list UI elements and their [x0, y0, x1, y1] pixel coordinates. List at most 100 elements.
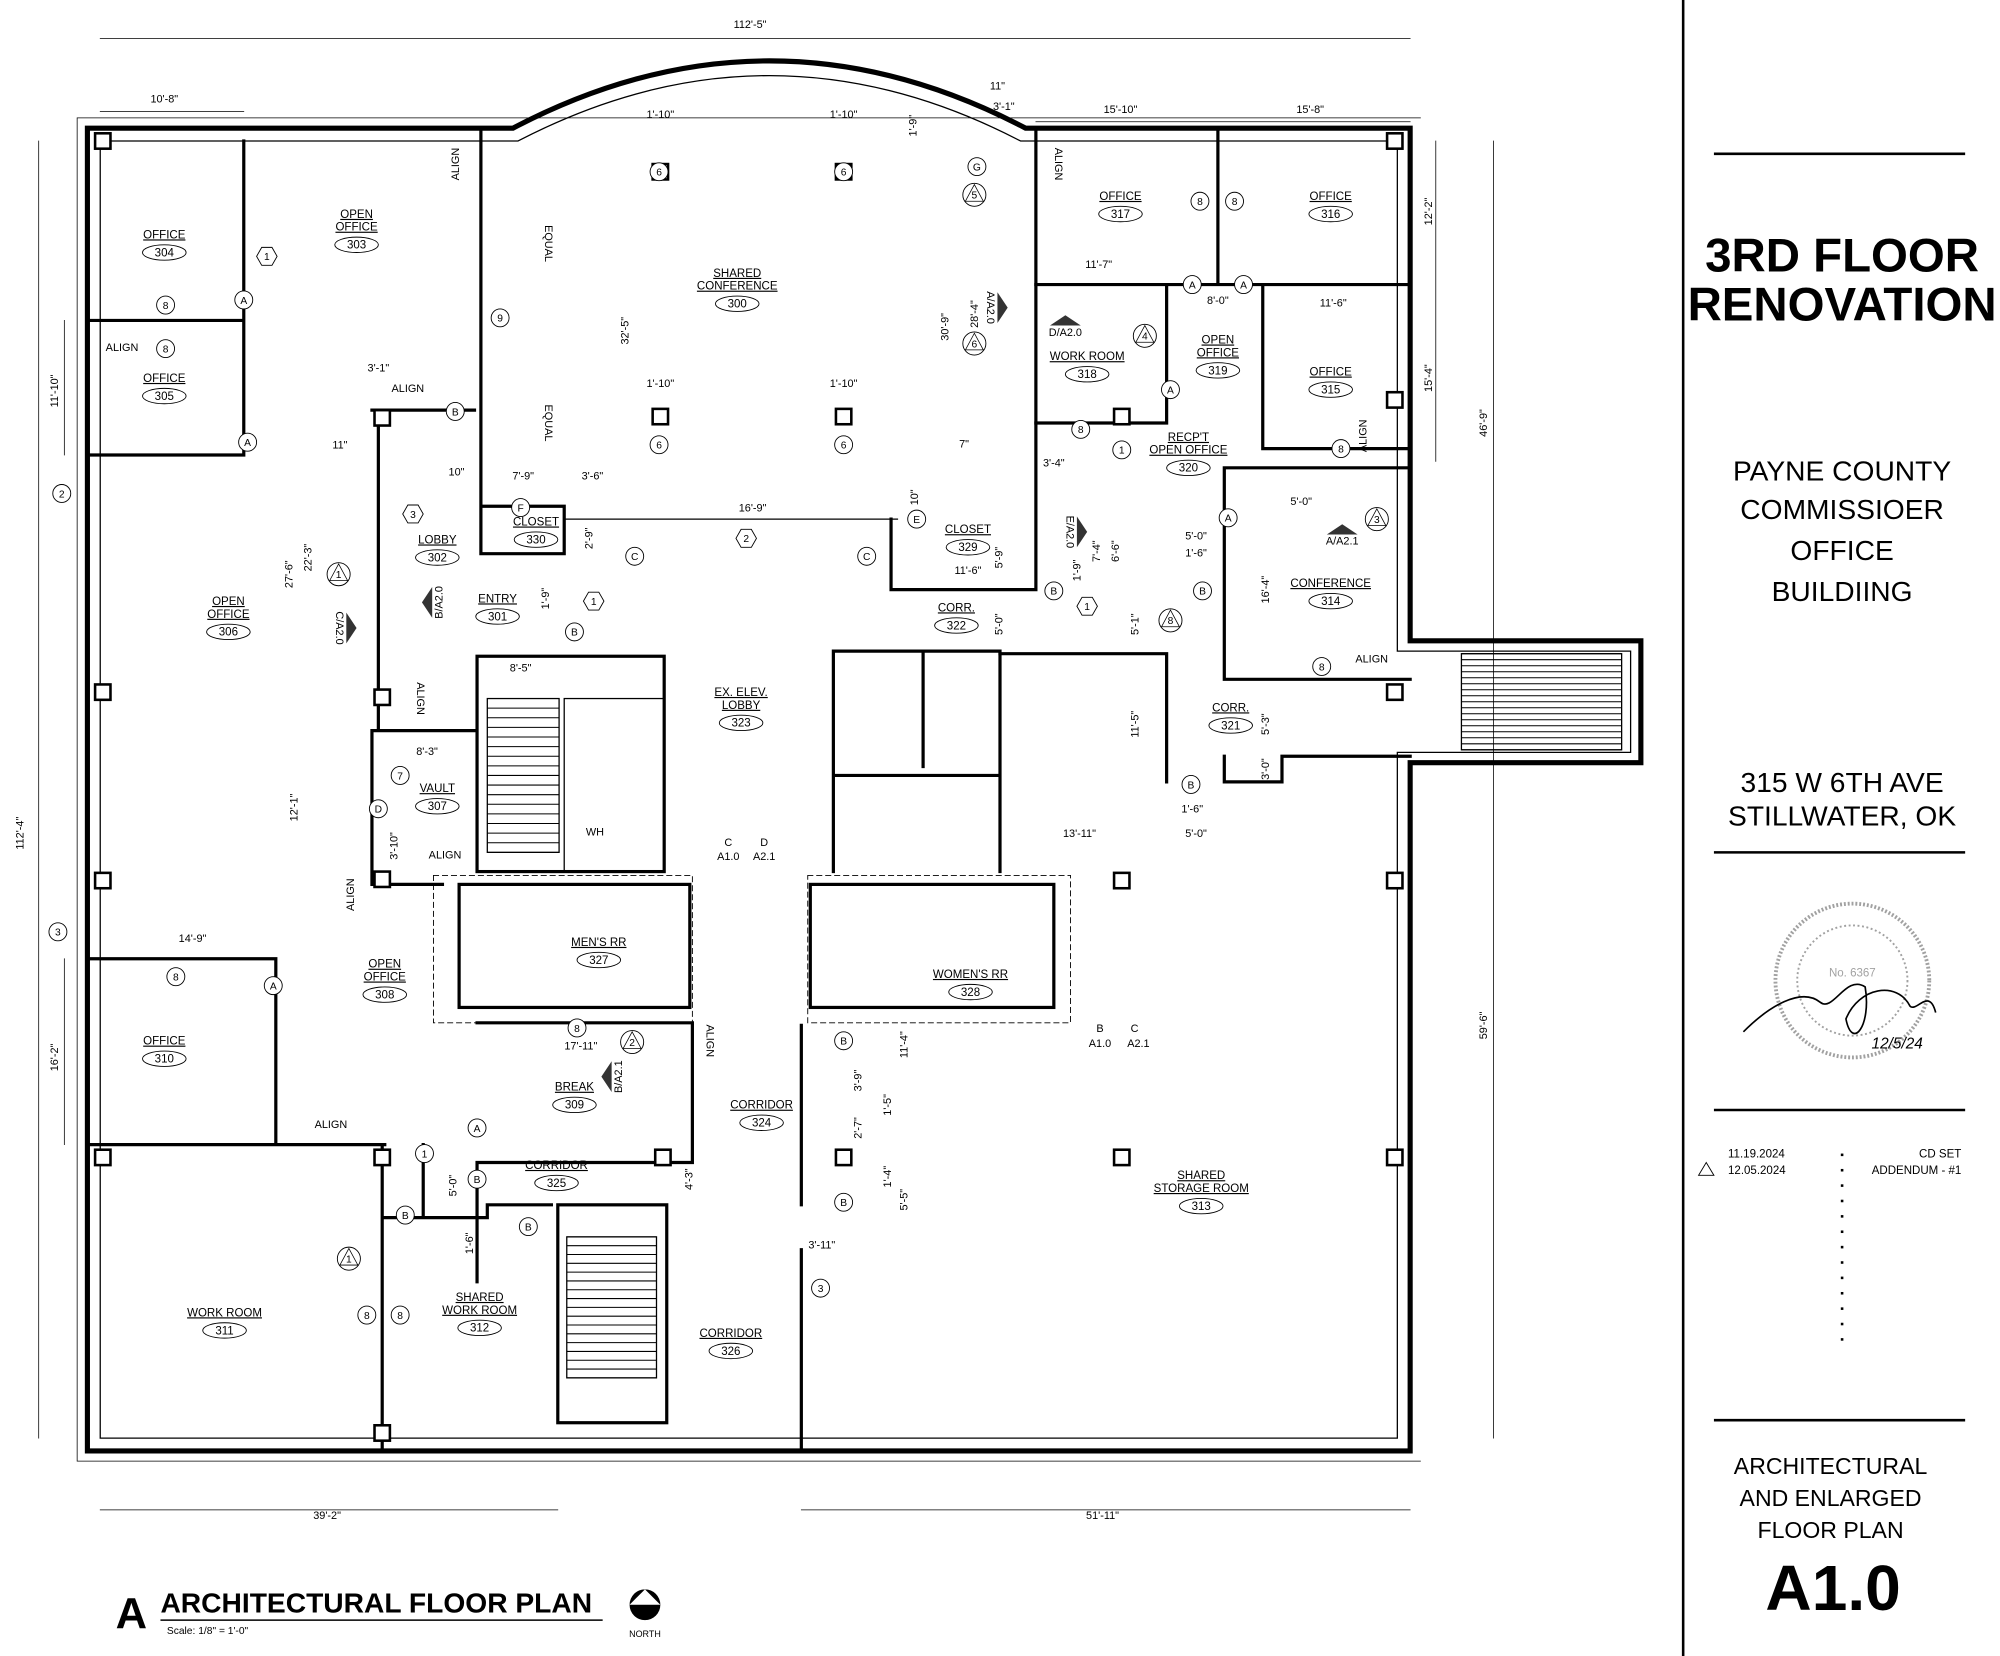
tag-label: B	[1199, 587, 1206, 598]
room-number: 329	[958, 542, 977, 554]
dimension-label: 11'-5"	[1129, 711, 1141, 738]
room-label: CORR.322	[934, 602, 979, 634]
tag-label: 6	[656, 441, 662, 452]
drawing-scale: Scale: 1/8" = 1'-0"	[167, 1626, 249, 1637]
tag-label: 9	[497, 314, 503, 325]
room-name: OFFICE	[1310, 367, 1353, 379]
sheet-number: A1.0	[1765, 1552, 1900, 1624]
tag-label: A	[240, 296, 247, 307]
dimension-label: 16'-4"	[1260, 576, 1272, 604]
tag-marker: 1	[256, 246, 278, 266]
room-number: 324	[752, 1118, 772, 1130]
room-number: 307	[428, 801, 447, 813]
column	[93, 132, 112, 150]
room-number-oval	[945, 539, 991, 556]
tag-label: 1	[422, 1149, 428, 1160]
annotation-label: ALIGN	[703, 1024, 715, 1057]
dimension-label: 32'-5"	[619, 317, 631, 345]
tag-label: 2	[629, 1038, 635, 1049]
room-name: OPEN	[212, 596, 245, 608]
room-name: OPEN OFFICE	[1149, 445, 1227, 457]
dimension-label: 8'-0"	[1207, 295, 1229, 307]
room-name: WORK ROOM	[1050, 351, 1125, 363]
room-number: 311	[215, 1325, 233, 1337]
dimension-label: 5'-0"	[994, 613, 1006, 635]
annotation-label: ALIGN	[315, 1119, 348, 1131]
column	[373, 688, 392, 707]
section-arrow-icon	[997, 292, 1008, 323]
tag-marker: F	[511, 498, 531, 517]
tag-label: B	[402, 1211, 409, 1222]
tag-label: 3	[55, 928, 61, 939]
room-number-oval	[142, 1050, 187, 1067]
section-arrow-icon	[1326, 524, 1358, 535]
section-mark: A/A2.0	[984, 291, 1008, 324]
tag-marker: C	[857, 546, 877, 566]
room-name: EX. ELEV.	[714, 687, 767, 699]
dimension-label: 1'-6"	[1181, 804, 1203, 816]
section-label: A/A2.1	[1326, 536, 1359, 548]
room-name: CLOSET	[513, 517, 559, 529]
drawing-letter: A	[116, 1590, 147, 1638]
column	[651, 407, 670, 426]
tag-marker: 8	[1225, 191, 1244, 211]
room-label: CORR.321	[1208, 702, 1253, 734]
room-number: 317	[1111, 209, 1130, 221]
room-number: 302	[428, 552, 447, 564]
room-name: OFFICE	[364, 972, 407, 984]
room-number: 328	[961, 987, 980, 999]
tag-marker: 1	[582, 591, 605, 611]
tag-label: 4	[1142, 332, 1148, 343]
room-name: LOBBY	[418, 534, 457, 546]
column	[1112, 407, 1131, 426]
room-number-oval	[1308, 381, 1353, 398]
room-number: 322	[947, 620, 966, 632]
tag-label: D	[375, 805, 382, 816]
tag-label: B	[525, 1222, 532, 1233]
tag-marker: 4	[1132, 323, 1157, 348]
room-name: WOMEN'S RR	[933, 969, 1008, 981]
tag-label: 6	[972, 339, 978, 350]
room-number-oval	[142, 387, 187, 405]
dimension-label: 46'-9"	[1478, 409, 1490, 437]
room-number: 310	[155, 1054, 174, 1066]
dimension-label: 4'-3"	[683, 1168, 695, 1190]
dimension-label: 8'-5"	[510, 663, 532, 675]
room-number-oval	[552, 1096, 597, 1113]
column	[373, 870, 392, 889]
room-number-oval	[1178, 1197, 1224, 1215]
room-name: BREAK	[555, 1082, 594, 1094]
section-label: C/A2.0	[333, 611, 345, 644]
room-number: 316	[1321, 209, 1340, 221]
sheet-title-line1: ARCHITECTURAL	[1734, 1453, 1928, 1479]
room-number-oval	[334, 236, 379, 253]
address-line1: 315 W 6TH AVE	[1741, 766, 1944, 798]
room-number-oval	[934, 617, 979, 634]
dimension-label: 1'-9"	[1072, 559, 1084, 581]
dimension-label: 12'-1"	[289, 794, 301, 822]
sheet-title-line3: FLOOR PLAN	[1758, 1517, 1904, 1543]
project-title-line1: 3RD FLOOR	[1705, 230, 1979, 283]
section-mark: E/A2.0	[1064, 516, 1088, 548]
client-line3: OFFICE	[1790, 534, 1893, 566]
tag-label: 3	[410, 510, 416, 521]
dimension-label: 1'-10"	[830, 378, 858, 390]
tag-label: 8	[1232, 197, 1238, 208]
room-number: 320	[1179, 463, 1198, 475]
tag-label: B	[571, 628, 578, 639]
dimension-label: 112'-5"	[734, 19, 767, 31]
tag-label: 8	[574, 1024, 580, 1035]
dimension-label: 15'-8"	[1296, 104, 1324, 116]
room-name: SHARED	[1177, 1170, 1225, 1182]
dimension-label: 5'-0"	[1185, 828, 1207, 840]
tag-marker: 8	[1158, 608, 1183, 633]
tag-label: B	[474, 1175, 481, 1186]
tag-label: 8	[163, 344, 169, 355]
svg-text:11.19.2024: 11.19.2024	[1728, 1148, 1785, 1160]
tag-marker: 8	[1312, 657, 1332, 676]
dimension-label: 3'-6"	[582, 470, 604, 482]
room-number: 309	[565, 1100, 584, 1112]
